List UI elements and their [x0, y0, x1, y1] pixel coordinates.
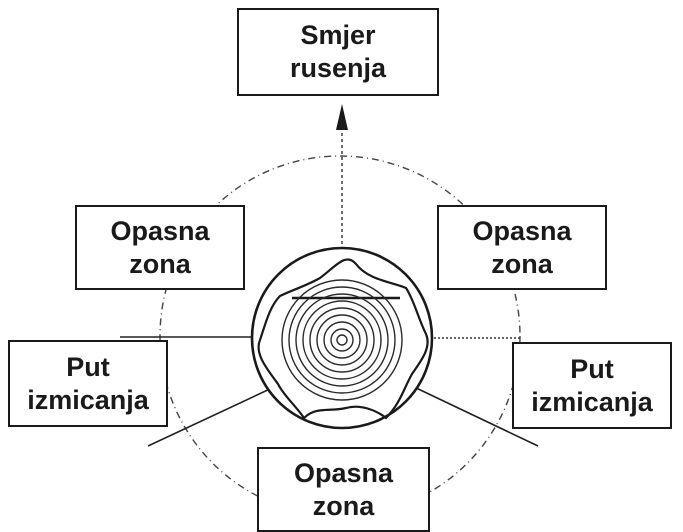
escape-route-right-box: Put izmicanja: [512, 342, 672, 429]
felling-direction-box: Smjer rusenja: [237, 8, 439, 96]
escape-route-right-line2: izmicanja: [531, 386, 653, 419]
danger-zone-left-box: Opasna zona: [75, 205, 245, 290]
danger-zone-right-box: Opasna zona: [437, 205, 607, 290]
felling-direction-line1: Smjer: [300, 19, 375, 52]
felling-direction-arrowhead: [336, 104, 348, 130]
danger-zone-right-line2: zona: [491, 248, 553, 281]
felling-direction-line2: rusenja: [290, 52, 386, 85]
danger-zone-right-line1: Opasna: [472, 215, 571, 248]
escape-route-left-line2: izmicanja: [27, 384, 149, 417]
danger-zone-bottom-box: Opasna zona: [257, 447, 430, 532]
danger-zone-left-line2: zona: [129, 248, 191, 281]
danger-zone-bottom-line1: Opasna: [294, 457, 393, 490]
escape-route-right-line1: Put: [570, 353, 614, 386]
escape-route-left-box: Put izmicanja: [8, 340, 168, 427]
danger-zone-left-line1: Opasna: [110, 215, 209, 248]
danger-zone-bottom-line2: zona: [313, 490, 375, 523]
escape-route-left-line1: Put: [66, 351, 110, 384]
inner-circle: [252, 248, 432, 428]
